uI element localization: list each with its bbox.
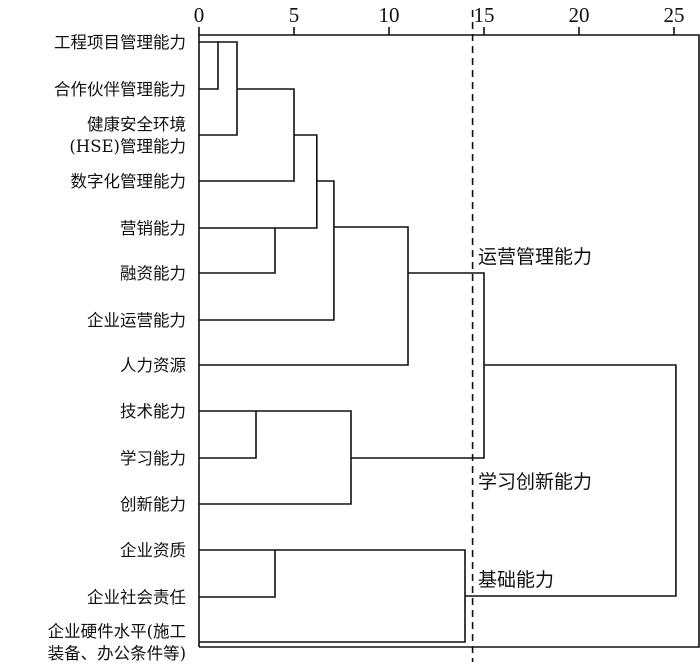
merge-link [199, 41, 219, 90]
x-axis: 0 5 10 15 20 25 [194, 3, 700, 648]
x-tick-label: 15 [474, 3, 495, 27]
leaf-label: 营销能力 [120, 219, 186, 238]
x-tick-label: 10 [379, 3, 400, 27]
leaf-label: 工程项目管理能力 [54, 33, 186, 52]
merge-link [199, 549, 276, 598]
cluster-label-operations: 运营管理能力 [478, 246, 592, 268]
leaf-label: 技术能力 [120, 402, 186, 421]
merge-link [199, 549, 466, 643]
leaf-label: 装备、办公条件等) [48, 644, 186, 663]
merge-link [199, 180, 335, 321]
leaf-label: 创新能力 [120, 495, 186, 514]
leaf-label: 企业运营能力 [87, 311, 186, 330]
leaf-label: 健康安全环境 [87, 115, 186, 134]
plot-frame [198, 34, 700, 648]
leaf-label: (HSE)管理能力 [69, 137, 186, 156]
cluster-label-basic: 基础能力 [478, 569, 554, 591]
leaf-label: 企业资质 [120, 541, 186, 560]
x-tick-label: 20 [569, 3, 590, 27]
leaf-label: 合作伙伴管理能力 [54, 80, 186, 99]
merge-link [199, 410, 257, 459]
leaf-label: 企业硬件水平(施工 [48, 622, 186, 641]
leaf-label: 企业社会责任 [87, 588, 186, 607]
leaf-label: 学习能力 [120, 449, 186, 468]
merge-link [199, 227, 276, 274]
merge-link [199, 226, 409, 366]
leaf-label: 人力资源 [120, 356, 186, 375]
x-tick-label: 5 [289, 3, 300, 27]
leaf-label: 数字化管理能力 [71, 172, 187, 191]
x-tick-label: 25 [664, 3, 685, 27]
cluster-label-learning-innovation: 学习创新能力 [478, 471, 592, 493]
leaf-label: 融资能力 [120, 264, 186, 283]
merge-link [465, 364, 677, 597]
dendrogram-tree [199, 41, 677, 643]
x-tick-label: 0 [194, 3, 205, 27]
